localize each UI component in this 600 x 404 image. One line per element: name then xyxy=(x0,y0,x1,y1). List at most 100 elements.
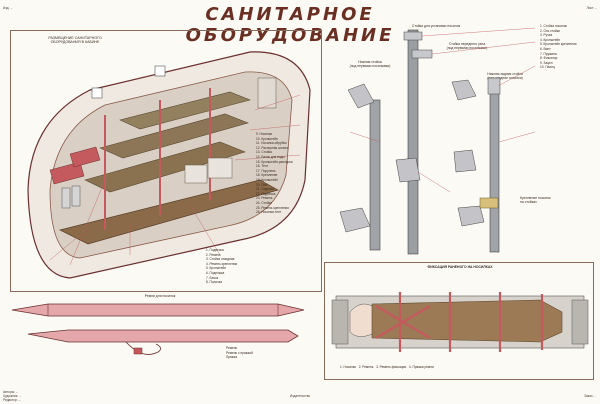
left-stand-clamp-mid xyxy=(395,157,421,183)
right-stand-clamp-top xyxy=(451,79,477,101)
window-1 xyxy=(91,87,103,99)
header-left-text: Изд. ... xyxy=(3,6,13,10)
patient-illustration xyxy=(331,292,589,352)
legend-item: 8. Фиксатор xyxy=(540,56,558,61)
footer-center: Издательство xyxy=(289,394,311,398)
patient-captions: 1. Носилки 2. Ремень 3. Ремень фиксации … xyxy=(340,365,590,370)
legend-item: 1. Подвеска xyxy=(206,248,224,252)
fixation-straps xyxy=(375,292,544,352)
stretcher-handle-left xyxy=(331,299,349,345)
legend-item: 26. Носилки-тент xyxy=(256,210,282,215)
cabin-label-line1: РАЗМЕЩЕНИЕ САНИТАРНОГО xyxy=(48,36,102,40)
water-tank-1 xyxy=(61,187,71,209)
footer-right: Заказ ... xyxy=(584,394,596,398)
legend-item: 7. Бачок xyxy=(206,275,219,280)
strap-buckle xyxy=(133,347,143,355)
stands-top-label: Стойка для установки носилок xyxy=(411,24,461,28)
legend-item: 11. Носилки-обрубки xyxy=(256,141,287,146)
legend-item: Пряжка xyxy=(226,355,238,360)
legend-item: 4. Ремень крепления xyxy=(206,261,238,266)
cabin-legend-right: 9. Носилки 10. Кронштейн 11. Носилки-обр… xyxy=(256,132,322,215)
stands-mid-label-line2: (под первыми носилками) xyxy=(446,46,488,50)
left-stand xyxy=(369,99,381,251)
window-2 xyxy=(154,65,166,77)
legend-item: 20. Пол xyxy=(256,182,268,187)
strap-top xyxy=(11,303,305,317)
legend-item: 14. Бачок для воды xyxy=(256,154,285,159)
seat-2 xyxy=(69,146,101,168)
legend-item: 10. Палец xyxy=(540,65,555,70)
strap-loop xyxy=(125,341,161,355)
stands-right-label-line2: (под средние носилки) xyxy=(487,76,523,80)
legend-item: 5. Кронштейн крепления xyxy=(540,42,577,47)
legend-item: Ремень xyxy=(226,346,238,350)
legend-item: 2. Ремень xyxy=(206,252,221,257)
legend-item: 5. Кронштейн xyxy=(206,266,227,271)
stands-leader-lines xyxy=(349,27,536,193)
stands-mid-label: Стойка переднего узла (под первыми носил… xyxy=(436,42,498,50)
patient-caption-4: 4. Пряжка ремня xyxy=(408,365,434,369)
footer-left-line2: Художник: ... xyxy=(3,394,22,398)
right-stand xyxy=(489,91,500,253)
container-box-2 xyxy=(207,157,233,179)
center-stand-bracket xyxy=(411,49,433,59)
stretcher-upper xyxy=(119,91,251,130)
legend-item: 25. Ремень крепления xyxy=(256,205,289,210)
strap-legend: Ремень Ремень с пряжкой Пряжка xyxy=(226,346,286,360)
right-stand-top xyxy=(487,77,501,95)
legend-item: 23. Ремень xyxy=(256,196,273,201)
cabin-panel xyxy=(10,30,322,292)
legend-item: 9. Носилки xyxy=(256,132,273,136)
legend-item: 8. Полочка xyxy=(206,280,223,285)
legend-item: 2. Ось стойки xyxy=(540,28,560,33)
legend-item: 21. Сиденье xyxy=(256,187,275,192)
seat-1 xyxy=(49,161,85,185)
stands-left-label: Нижняя стойка (под первыми носилками) xyxy=(340,60,400,68)
legend-item: 6. Подножка xyxy=(206,270,225,275)
legend-item: Ремень с пряжкой xyxy=(226,350,253,355)
stands-left-label-line2: (под первыми носилками) xyxy=(349,64,391,68)
stands-bottom-note-line2: на стойках xyxy=(520,200,537,204)
center-stand-top xyxy=(403,31,423,41)
legend-item: 19. Кронштейн xyxy=(256,177,278,182)
legend-item: 6. Винт xyxy=(540,46,551,51)
stands-left-label-line1: Нижняя стойка xyxy=(358,60,382,64)
legend-item: 16. Тент xyxy=(256,164,269,169)
legend-item: 22. Подвеска xyxy=(256,191,276,196)
footer-left-line3: Редактор: ... xyxy=(3,398,22,402)
water-tank-2 xyxy=(71,185,81,207)
legend-item: 18. Крепление xyxy=(256,173,278,178)
strap-bottom xyxy=(27,329,299,343)
stretcher-illustration xyxy=(11,303,305,355)
stands-illustration xyxy=(339,27,536,255)
cabin-floor xyxy=(58,179,279,245)
cabin-label: РАЗМЕЩЕНИЕ САНИТАРНОГО ОБОРУДОВАНИЯ В КА… xyxy=(40,36,110,44)
legend-item: 3. Стойка откидная xyxy=(206,257,235,262)
patient-caption-3: 3. Ремень фиксации xyxy=(376,365,407,369)
footer: Авторы: ... Художник: ... Редактор: ... … xyxy=(0,390,600,404)
stands-bottom-note-line1: Крепление носилок xyxy=(520,196,551,200)
footer-left-line1: Авторы: ... xyxy=(3,390,19,394)
header-right-text: Лист ... xyxy=(586,6,597,10)
container-box-1 xyxy=(184,164,208,184)
stands-right-label: Нижняя задняя стойка (под средние носилк… xyxy=(474,72,536,80)
legend-item: 24. Стойки xyxy=(256,200,272,205)
right-stand-clamp-bottom xyxy=(457,205,485,227)
stands-right-label-line1: Нижняя задняя стойка xyxy=(487,72,523,76)
stretcher-handle-right xyxy=(571,299,589,345)
legend-item: 17. Поручень xyxy=(256,168,276,173)
patient-caption-1: 1. Носилки xyxy=(340,365,357,369)
patient-panel xyxy=(324,262,594,380)
legend-item: 1. Стойка носилок xyxy=(540,24,567,28)
cabin-illustration xyxy=(27,51,311,279)
cabinet xyxy=(257,77,277,109)
stands-legend: 1. Стойка носилок 2. Ось стойки 3. Ручка… xyxy=(540,24,598,70)
right-stand-clamp-mid xyxy=(453,149,477,173)
patient-caption-2: 2. Ремень xyxy=(358,365,374,369)
legend-item: 4. Кронштейн xyxy=(540,37,561,42)
cabin-label-line2: ОБОРУДОВАНИЯ В КАБИНЕ xyxy=(50,40,100,45)
patient-label: ФИКСАЦИЯ РАНЕНОГО НА НОСИЛКАХ xyxy=(427,265,493,269)
legend-item: 13. Стойка xyxy=(256,150,272,155)
stretcher-label: Ремни для носилок xyxy=(144,294,176,298)
